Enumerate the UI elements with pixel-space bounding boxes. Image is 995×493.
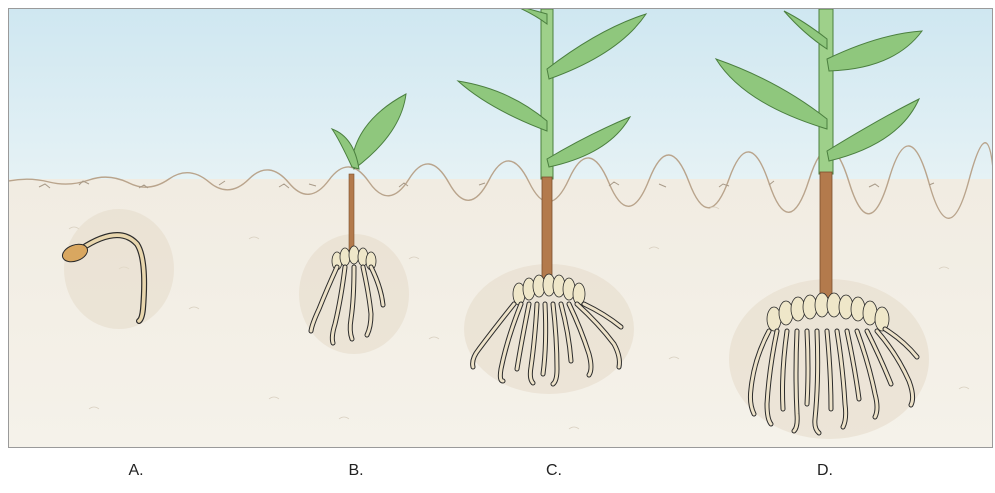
stage-c-stem-lower	[542, 177, 552, 284]
stage-label-b: B.	[326, 462, 386, 480]
root-shadow-a	[64, 209, 174, 329]
stage-label-c: C.	[524, 462, 584, 480]
stage-c-stem	[541, 9, 553, 179]
stage-label-d: D.	[795, 462, 855, 480]
stage-d-stem-lower	[820, 172, 832, 304]
stage-label-a: A.	[106, 462, 166, 480]
seedling-growth-illustration	[8, 8, 993, 448]
